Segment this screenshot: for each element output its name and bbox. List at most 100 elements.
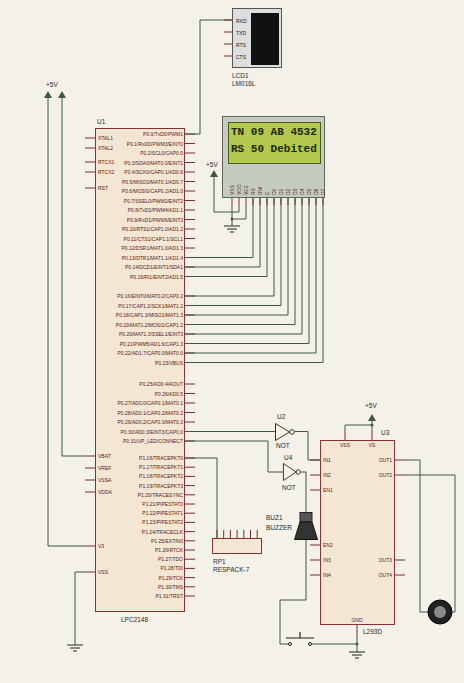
pin-name: IN2 [323,472,331,478]
part-label: U1 [97,118,105,126]
pin-name: D4 [299,189,305,195]
wire [185,198,323,363]
pin-name: RTCX2 [98,169,114,175]
pin-name: P0.30/AD0.3/EINT3/CAP0.0 [120,429,183,435]
pin-name: P0.13/DTR1/MAT1.1/AD1.4 [122,255,183,261]
pin-name: VSS [229,185,235,195]
pin-name: P0.29/AD0.2/CAP0.3/MAT0.3 [118,419,184,425]
pin-name: P1.25/EXTIN0 [151,538,183,544]
pin-name: P0.14/DCD1/EINT1/SDA1 [125,264,183,270]
part-label: U4 [284,454,292,462]
pin-name: P0.27/AD0.0/CAP0.1/MAT0.1 [118,400,184,406]
pin-name: P1.27/TDO [158,556,183,562]
pin-name: P0.8/TxD1/PWM4/AD1.1 [128,207,183,213]
pin-name: OUT3 [379,557,392,563]
push-button [286,632,314,638]
wire [185,198,267,277]
pin-name: P0.10/RTS1/CAP1.0/AD1.2 [122,226,183,232]
pin-name: D2 [285,189,291,195]
wire [185,198,253,258]
pin-name: EN1 [323,487,333,493]
not-gate: U2NOT [275,423,295,441]
ground-wire [75,572,85,645]
pin-name: IN1 [323,457,331,463]
pin-name: XTAL2 [98,145,113,151]
wire [185,198,260,267]
pin-name: D0 [271,189,277,195]
pin-name: P0.5/MISO0/MAT0.1/AD0.7 [122,179,183,185]
wire [185,198,295,325]
not-gate: U4NOT [283,463,301,481]
terminal-screen [251,13,279,65]
pin-name: P0.31/UP_LED/CONNECT [123,438,183,444]
pin-name: P0.6/MOSI0/CAP0.2/AD1.0 [122,188,183,194]
pin-name: OUT4 [379,572,392,578]
gate-triangle [283,464,296,481]
pin-name: P0.22/AD1.7/CAP0.0/MAT0.0 [118,350,184,356]
pin-name: VREF [98,465,111,471]
ground-symbol [349,652,365,658]
pin-name: P0.3/SDA0/MAT0.0/EINT1 [124,160,183,166]
pin-name: P0.12/DSR1/MAT1.0/AD1.3 [121,245,183,251]
part-label: LPC2148 [121,616,148,624]
pin-name: D6 [313,189,319,195]
pin-name: RST [98,185,108,191]
part-label: U3 [381,429,389,437]
display-text: TN 09 AB 4532 [231,126,317,139]
pin-name: P0.4/SCK0/CAP0.1/AD0.6 [124,169,183,175]
part-label: U2 [277,413,285,421]
pin-name: P1.26/RTCK [155,547,183,553]
buzzer-drawing [294,512,318,540]
power-arrow [210,170,218,177]
wire [185,198,316,353]
wire [301,472,306,512]
pin-name: P1.30/TMS [158,584,183,590]
power-wire [48,98,85,546]
buzzer-symbol: BUZ1BUZZER [294,512,318,540]
pin-name: P1.20/TRACESYNC [138,492,183,498]
part-label: +5V [46,81,58,89]
wire [185,441,283,472]
virtual-terminal: RXDTXDRTSCTS [232,8,282,68]
wire [185,458,217,538]
wire [185,198,309,344]
ground-symbol [224,226,240,232]
pin-name: CTS [236,54,246,60]
pin-name: P1.21/PIPESTAT0 [142,501,183,507]
pin-name: P0.26/AD0.5 [155,391,183,397]
pin-name: IN4 [323,572,331,578]
part-label: L293D [363,628,382,636]
pin-name: D5 [306,189,312,195]
pin-name: P1.22/PIPESTAT1 [142,510,183,516]
part-label: BUZZER [266,524,292,532]
wire [185,431,275,432]
pin-stubs [85,20,405,635]
driver-power-wire [345,421,372,430]
motor-driver-chip: U3L293D [320,440,395,625]
pin-name: D7 [320,189,326,195]
motor-symbol [428,600,452,624]
pin-name: VEE [243,185,249,195]
pin-name: VDDA [98,489,112,495]
pin-name: XTAL1 [98,135,113,141]
pin-name: P0.23/VBUS [155,360,183,366]
pin-name: P1.18/TRACEPKT2 [139,473,183,479]
motor-wire [405,460,455,612]
pin-name: P0.28/AD0.1/CAP0.2/MAT0.2 [118,410,184,416]
gate-triangle [276,423,290,440]
pin-name: P0.20/MAT1.3/SSEL1/EINT3 [119,331,183,337]
pin-name: P1.19/TRACEPKT3 [139,483,183,489]
button-contact [309,643,312,646]
pin-name: D1 [278,189,284,195]
not-gate-symbol [275,423,295,441]
pin-name: P0.17/CAP1.2/SCK1/MAT1.2 [118,303,183,309]
pin-name: RTCX1 [98,159,114,165]
pin-name: GND [351,617,362,623]
power-arrow [368,414,376,421]
part-label: RP1 [213,558,226,566]
pin-name: VDD [236,184,242,195]
junction-dot [371,424,374,427]
wire [295,432,320,461]
wire [185,198,302,334]
pin-name: P1.16/TRACEPKT0 [139,455,183,461]
